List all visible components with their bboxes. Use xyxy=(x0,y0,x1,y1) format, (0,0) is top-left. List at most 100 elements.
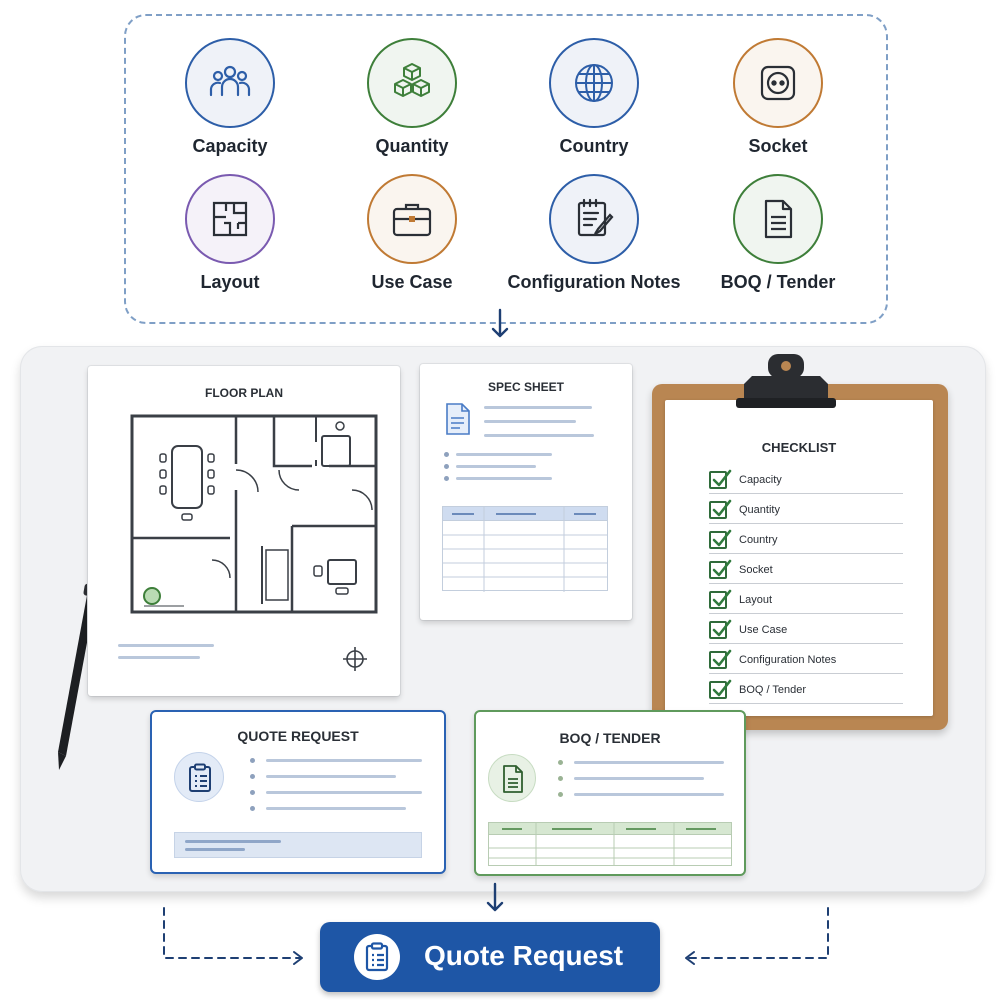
requirements-panel: Capacity Quantity Country xyxy=(124,14,888,324)
boq-document-badge xyxy=(488,754,536,802)
checklist-item[interactable]: Socket xyxy=(709,559,903,584)
checkmark-icon xyxy=(712,559,732,577)
text-line xyxy=(574,777,704,780)
bullet-dot xyxy=(444,476,449,481)
notepad-pencil-icon xyxy=(577,198,614,237)
floor-layout-icon xyxy=(212,201,248,237)
requirement-boq-tender[interactable]: BOQ / Tender xyxy=(688,174,868,293)
text-line xyxy=(456,465,536,468)
checklist-item[interactable]: Use Case xyxy=(709,619,903,644)
text-line xyxy=(118,644,214,647)
spec-document-icon xyxy=(446,403,470,435)
requirement-label: Configuration Notes xyxy=(507,272,681,292)
checklist-item-label: Layout xyxy=(739,594,773,606)
checkmark-icon xyxy=(712,649,732,667)
briefcase-icon xyxy=(392,203,432,237)
checklist-item[interactable]: Country xyxy=(709,529,903,554)
clipboard-list-icon xyxy=(189,763,211,792)
requirement-configuration-notes[interactable]: Configuration Notes xyxy=(504,174,684,293)
checkmark-icon xyxy=(712,589,732,607)
requirement-country[interactable]: Country xyxy=(504,38,684,157)
text-line xyxy=(185,848,245,851)
clipboard-list-badge xyxy=(174,752,224,802)
configuration-notes-icon-circle xyxy=(549,174,639,264)
checkbox-checked[interactable] xyxy=(709,619,732,639)
checklist-item-label: BOQ / Tender xyxy=(739,684,807,696)
stacked-boxes-icon xyxy=(394,63,430,97)
crosshair-icon xyxy=(343,647,367,671)
checkbox-checked[interactable] xyxy=(709,529,732,549)
checkbox-checked[interactable] xyxy=(709,589,732,609)
quote-request-card[interactable]: QUOTE REQUEST xyxy=(150,710,446,874)
bullet-dot xyxy=(558,792,563,797)
requirement-use-case[interactable]: Use Case xyxy=(322,174,502,293)
quote-request-card-title: QUOTE REQUEST xyxy=(237,728,359,744)
floor-plan-sheet[interactable]: FLOOR PLAN xyxy=(88,366,400,696)
bullet-dot xyxy=(250,758,255,763)
checkbox-checked[interactable] xyxy=(709,499,732,519)
use-case-icon-circle xyxy=(367,174,457,264)
checkmark-icon xyxy=(712,469,732,487)
floor-plan-title: FLOOR PLAN xyxy=(205,386,283,400)
clipboard-clip-icon xyxy=(736,354,836,408)
checklist-title: CHECKLIST xyxy=(761,440,837,455)
checklist-clipboard[interactable]: CHECKLIST Capacity Quantity Country Sock… xyxy=(652,384,948,730)
quantity-icon-circle xyxy=(367,38,457,128)
boq-tender-icon-circle xyxy=(733,174,823,264)
checklist-item-label: Country xyxy=(739,534,778,546)
text-line xyxy=(118,656,200,659)
quote-request-button-icon-badge xyxy=(354,934,400,980)
checkmark-icon xyxy=(712,529,732,547)
checklist-item[interactable]: Capacity xyxy=(709,469,903,494)
checklist-item[interactable]: Quantity xyxy=(709,499,903,524)
text-line xyxy=(484,406,592,409)
down-arrow-icon xyxy=(486,882,504,912)
power-socket-icon xyxy=(760,65,796,101)
requirement-label: Country xyxy=(559,136,629,156)
checklist-item-label: Capacity xyxy=(739,474,782,486)
checklist-item[interactable]: Configuration Notes xyxy=(709,649,903,674)
checkbox-checked[interactable] xyxy=(709,679,732,699)
document-icon xyxy=(764,199,793,239)
left-dashed-connector-arrow xyxy=(163,907,303,965)
text-line xyxy=(574,793,724,796)
requirement-label: Layout xyxy=(200,272,260,292)
checklist-item[interactable]: Layout xyxy=(709,589,903,614)
text-line xyxy=(266,759,422,762)
layout-icon-circle xyxy=(185,174,275,264)
checkmark-icon xyxy=(712,679,732,697)
down-arrow-icon xyxy=(491,308,509,338)
text-line xyxy=(574,761,724,764)
boq-tender-card[interactable]: BOQ / TENDER xyxy=(474,710,746,876)
capacity-icon-circle xyxy=(185,38,275,128)
bullet-dot xyxy=(558,776,563,781)
bullet-dot xyxy=(250,774,255,779)
text-line xyxy=(266,807,406,810)
checklist-item-label: Use Case xyxy=(739,624,788,636)
requirement-layout[interactable]: Layout xyxy=(140,174,320,293)
text-line xyxy=(484,434,594,437)
spec-sheet-title: SPEC SHEET xyxy=(487,380,565,394)
text-line xyxy=(266,791,422,794)
requirement-label: BOQ / Tender xyxy=(720,272,836,292)
boq-table xyxy=(488,822,732,866)
requirement-capacity[interactable]: Capacity xyxy=(140,38,320,157)
checklist-item[interactable]: BOQ / Tender xyxy=(709,679,903,704)
bullet-dot xyxy=(444,452,449,457)
requirement-quantity[interactable]: Quantity xyxy=(322,38,502,157)
floor-plan-drawing xyxy=(130,414,378,614)
checkbox-checked[interactable] xyxy=(709,469,732,489)
right-dashed-connector-arrow xyxy=(685,907,829,965)
checklist-item-label: Quantity xyxy=(739,504,780,516)
quote-request-button[interactable]: Quote Request xyxy=(320,922,660,992)
country-icon-circle xyxy=(549,38,639,128)
bullet-dot xyxy=(250,790,255,795)
checkbox-checked[interactable] xyxy=(709,559,732,579)
requirement-label: Quantity xyxy=(375,136,449,156)
requirement-label: Use Case xyxy=(371,272,453,292)
checkbox-checked[interactable] xyxy=(709,649,732,669)
requirement-socket[interactable]: Socket xyxy=(688,38,868,157)
checklist-item-label: Socket xyxy=(739,564,773,576)
spec-sheet[interactable]: SPEC SHEET xyxy=(420,364,632,620)
clipboard-list-icon xyxy=(365,942,389,972)
